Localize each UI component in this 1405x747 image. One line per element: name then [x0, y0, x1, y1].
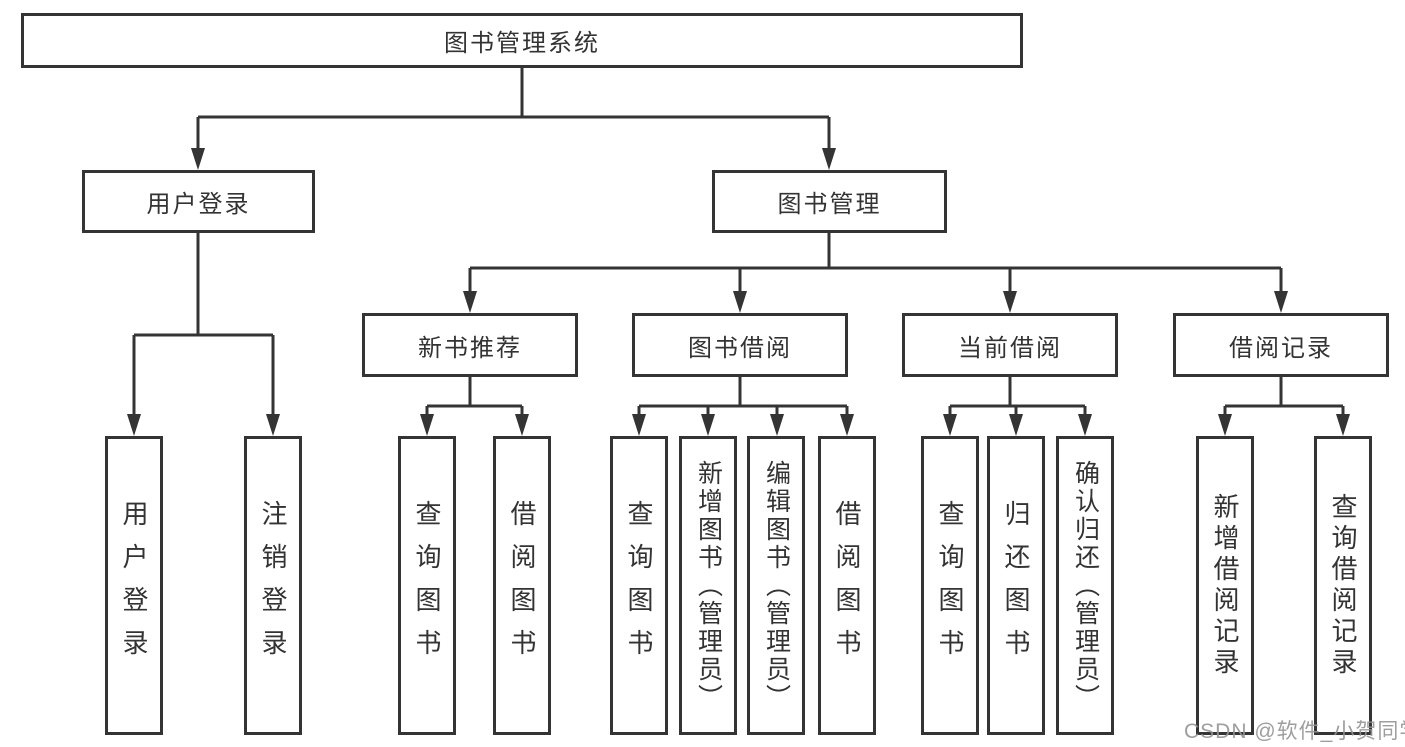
node-label: 用户登录: [146, 191, 251, 218]
leaf-label: 新增借阅记录: [1210, 492, 1240, 679]
connector-lines: [132, 68, 1345, 420]
node-label: 当前借阅: [958, 334, 1062, 362]
node-current-borrow: 当前借阅: [902, 313, 1118, 377]
node-label: 图书管理: [777, 191, 882, 218]
node-label: 图书管理系统: [444, 30, 600, 57]
leaf-logout: 注销登录: [244, 436, 302, 735]
leaf-label: 借阅图书: [832, 499, 862, 672]
leaf-label: 查询图书: [935, 499, 965, 672]
leaf-recommend-borrow-book: 借阅图书: [493, 436, 551, 735]
node-label: 借阅记录: [1229, 334, 1333, 362]
leaf-edit-book-admin: 编辑图书（管理员）: [747, 436, 805, 735]
leaf-current-query-book: 查询图书: [921, 436, 979, 735]
node-book-management: 图书管理: [712, 170, 947, 233]
leaf-add-borrow-record: 新增借阅记录: [1196, 436, 1254, 735]
node-label: 新书推荐: [418, 334, 522, 362]
leaf-label: 注销登录: [258, 499, 288, 672]
node-system-root: 图书管理系统: [21, 13, 1023, 68]
node-user-login: 用户登录: [82, 170, 315, 233]
leaf-return-book: 归还图书: [987, 436, 1045, 735]
node-book-borrow: 图书借阅: [632, 313, 848, 377]
leaf-label: 用户登录: [119, 499, 149, 672]
leaf-label: 借阅图书: [507, 499, 537, 672]
leaf-label: 编辑图书（管理员）: [762, 459, 791, 712]
leaf-label: 确认归还（管理员）: [1071, 459, 1100, 712]
leaf-label: 查询图书: [412, 499, 442, 672]
leaf-borrow-query-book: 查询图书: [610, 436, 668, 735]
node-new-book-recommend: 新书推荐: [362, 313, 578, 377]
leaf-label: 归还图书: [1001, 499, 1031, 672]
node-borrow-record: 借阅记录: [1173, 313, 1389, 377]
leaf-recommend-query-book: 查询图书: [398, 436, 456, 735]
leaf-borrow-book: 借阅图书: [818, 436, 876, 735]
leaf-label: 查询借阅记录: [1328, 492, 1358, 679]
leaf-add-book-admin: 新增图书（管理员）: [679, 436, 737, 735]
leaf-confirm-return-admin: 确认归还（管理员）: [1056, 436, 1114, 735]
leaf-label: 新增图书（管理员）: [694, 459, 723, 712]
node-label: 图书借阅: [688, 334, 792, 362]
csdn-watermark: CSDN @软件_小贺同学: [1184, 720, 1405, 743]
leaf-query-borrow-record: 查询借阅记录: [1314, 436, 1372, 735]
arrowheads: [127, 148, 1350, 436]
leaf-label: 查询图书: [624, 499, 654, 672]
leaf-user-login: 用户登录: [105, 436, 163, 735]
